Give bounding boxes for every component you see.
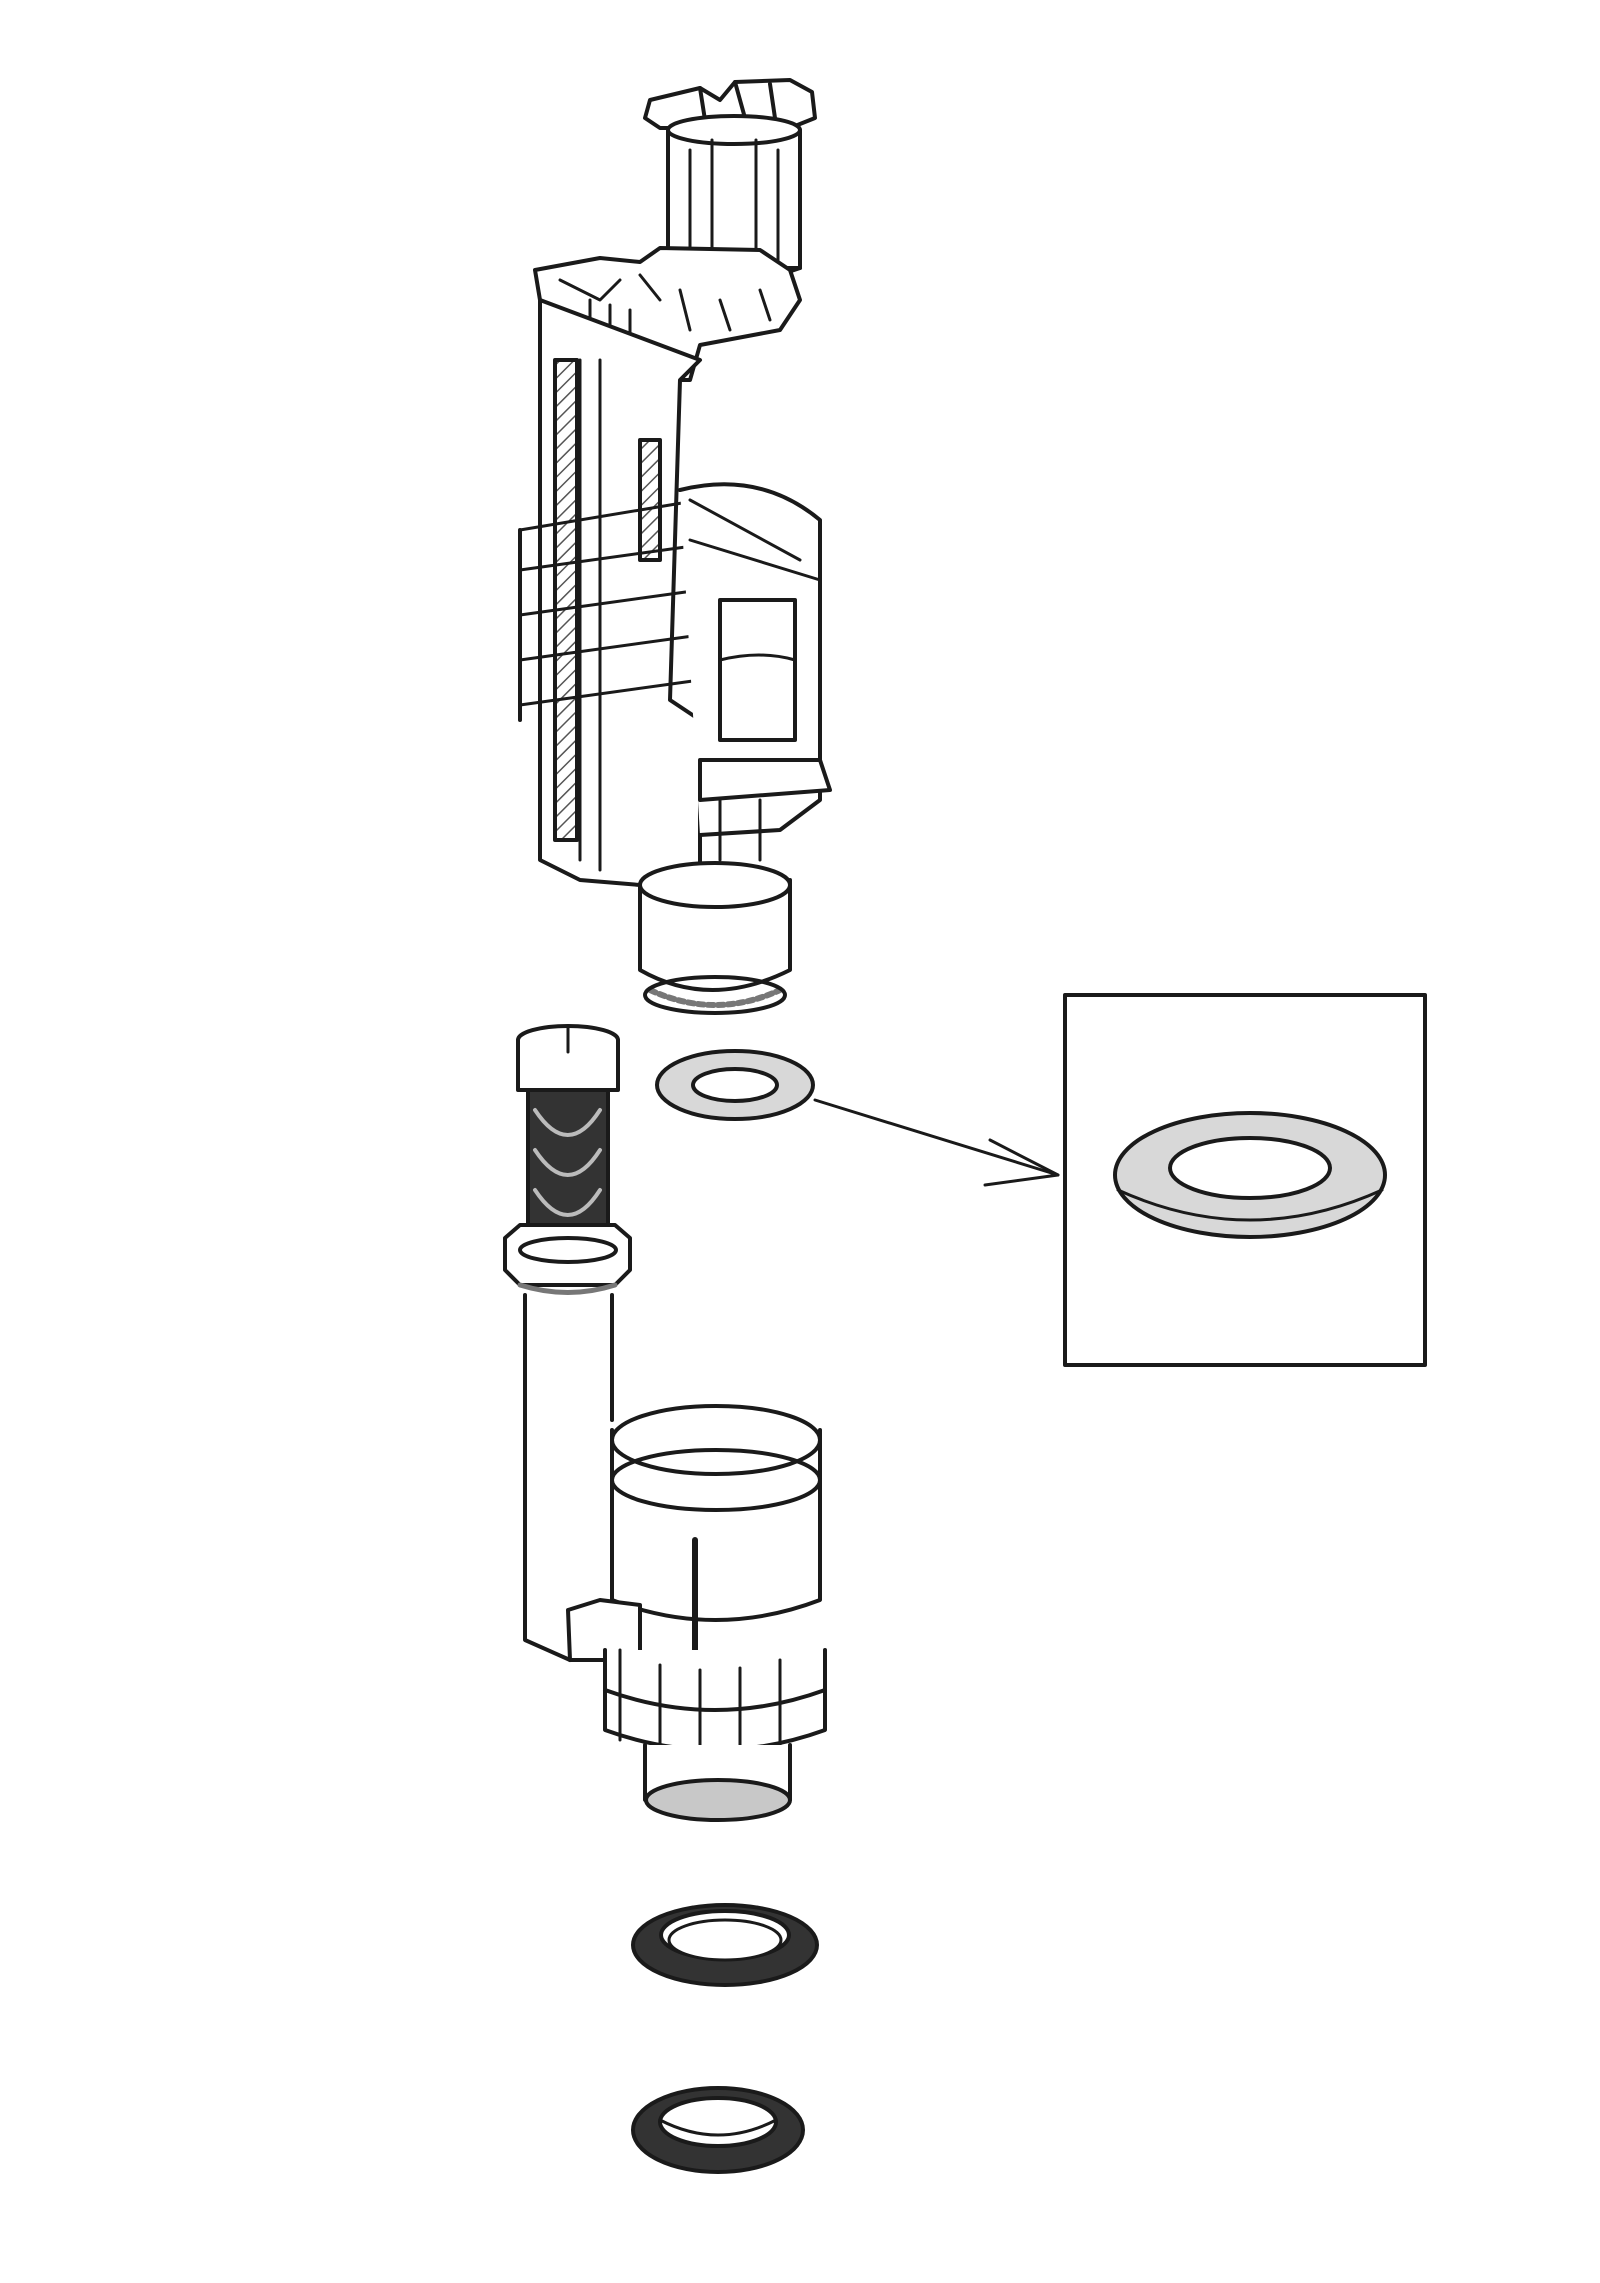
- seal-ring-icon: [631, 1903, 819, 1987]
- washer-icon: [655, 1049, 815, 1121]
- valve-outlet-ring: [638, 861, 792, 1015]
- washer-icon: [1113, 1111, 1387, 1239]
- flush-valve-upper-assembly: [518, 78, 832, 1015]
- washer-detail-callout: [1063, 993, 1427, 1367]
- tube-icon: [503, 1024, 632, 1662]
- valve-base-icon: [566, 1404, 827, 1822]
- seal-ring-upper: [631, 1903, 819, 1987]
- seal-ring-icon: [631, 2086, 805, 2174]
- callout-leader-arrow: [813, 1098, 1060, 1187]
- valve-body-icon: [518, 298, 702, 887]
- overflow-tube: [503, 1024, 632, 1662]
- lower-valve-body: [566, 1404, 827, 1822]
- float-cup: [678, 482, 832, 862]
- flat-washer: [655, 1049, 815, 1121]
- seal-ring-lower: [631, 2086, 805, 2174]
